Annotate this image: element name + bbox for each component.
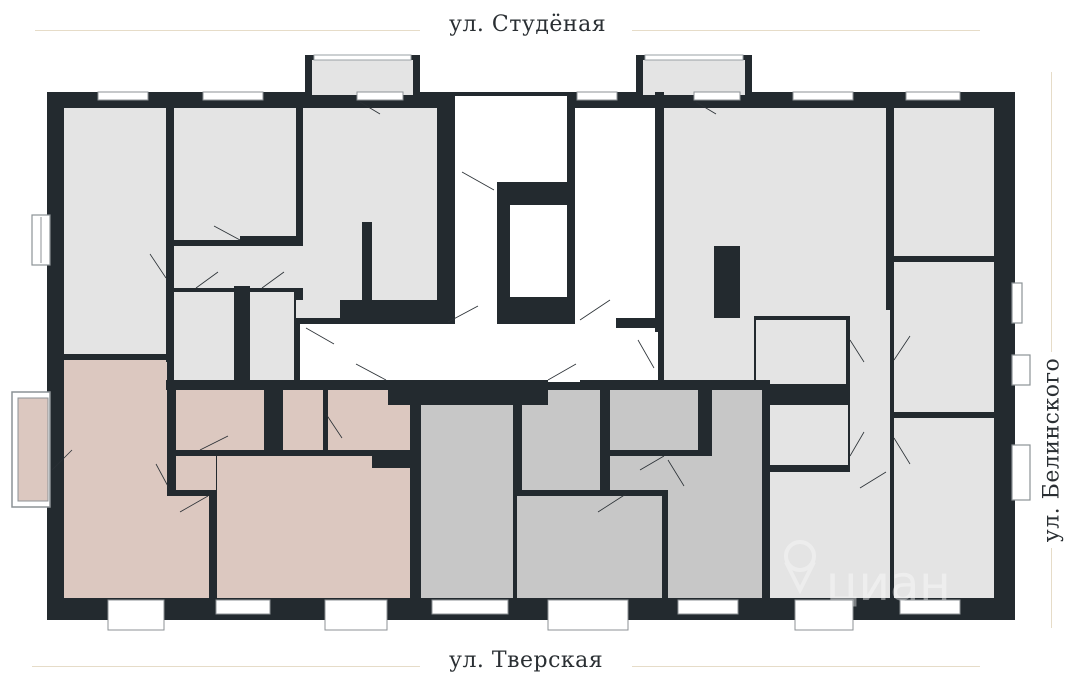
room [894,418,994,598]
street-rule-bottom-right [632,666,980,667]
room [64,108,166,354]
room [296,300,340,318]
room [174,246,362,288]
balcony-icon [305,54,420,95]
neighbor-unit [610,456,668,490]
room [664,108,886,316]
room [664,316,754,382]
neighbor-unit [517,496,662,598]
balcony-icon [11,391,51,508]
highlighted-unit [217,456,410,598]
window-icon [107,599,961,631]
balcony-icon [636,54,752,95]
highlighted-unit [176,456,216,496]
neighbor-unit [522,390,600,490]
room [770,472,890,598]
room [250,292,294,380]
street-label-bottom: ул. Тверская [449,648,604,673]
room [850,310,890,475]
room [894,108,994,256]
street-rule-top-right [632,30,980,31]
street-label-top: ул. Студёная [449,12,607,37]
neighbor-unit [712,390,762,456]
cian-logo-icon [784,540,816,595]
room [174,108,296,240]
inner-wall [714,246,740,318]
window-icon [31,214,51,266]
street-rule-bottom-left [32,666,420,667]
interior-walls [166,92,994,598]
highlighted-unit [283,390,323,450]
corridor [575,108,655,324]
highlighted-unit [176,390,264,450]
door-swing-icon [51,101,911,513]
room [174,292,236,380]
street-rule-right-top [1051,72,1052,352]
room [770,405,848,465]
street-rule-top-left [35,30,420,31]
window-icon [1011,282,1031,501]
corridor [300,324,658,382]
room [894,262,994,412]
street-rule-right-bottom [1051,548,1052,628]
neighbor-unit [668,456,762,598]
neighbor-unit [610,390,698,450]
watermark-text: циан [826,556,951,612]
window-icon [97,91,961,101]
room [756,320,846,384]
neighbor-unit [421,405,513,598]
highlighted-unit [64,496,209,598]
lift-shaft [510,205,567,297]
